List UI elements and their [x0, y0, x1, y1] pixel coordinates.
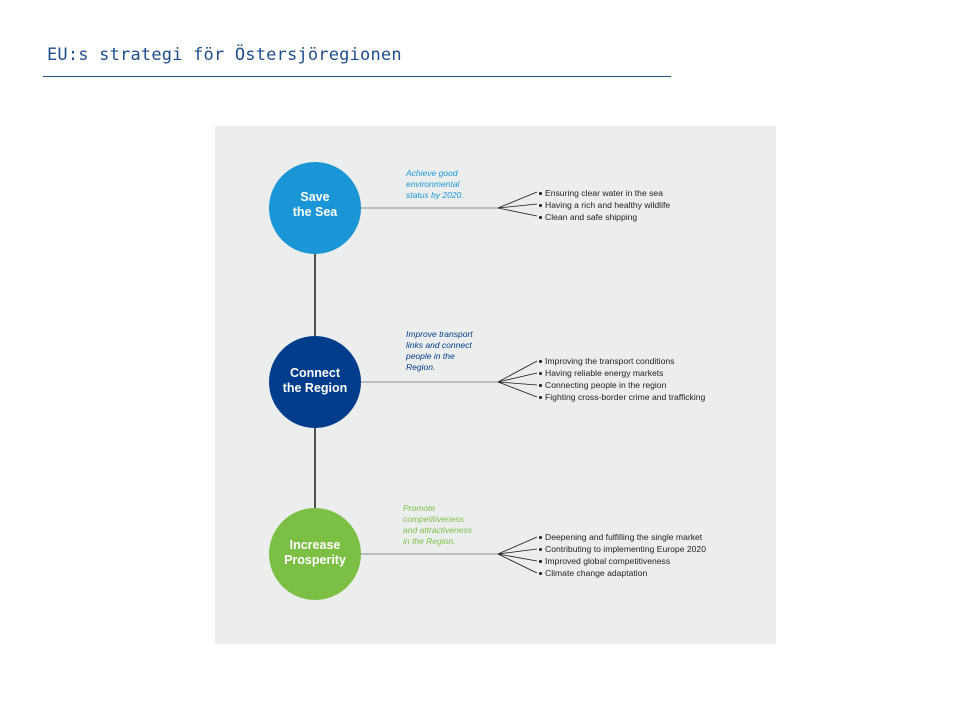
- objective-list-increase-prosperity: Deepening and fulfilling the single mark…: [539, 531, 706, 579]
- objective-description-save-the-sea: Achieve good environmental status by 202…: [406, 168, 464, 200]
- objective-circle-save-the-sea: [269, 162, 361, 254]
- list-item: Improving the transport conditions: [539, 355, 705, 367]
- fan-line: [497, 536, 538, 555]
- objective-description-increase-prosperity: Promote competitiveness and attractivene…: [403, 503, 472, 546]
- objective-title-save-the-sea: Save the Sea: [292, 190, 338, 219]
- diagram-lines: [269, 162, 538, 600]
- list-item: Deepening and fulfilling the single mark…: [539, 531, 706, 543]
- slide-title: EU:s strategi för Östersjöregionen: [47, 45, 402, 65]
- fan-line: [497, 360, 538, 383]
- list-item: Fighting cross-border crime and traffick…: [539, 391, 705, 403]
- fan-line: [497, 191, 538, 209]
- list-item: Connecting people in the region: [539, 379, 705, 391]
- objective-circle-connect-the-region: [269, 336, 361, 428]
- fan-line: [497, 381, 538, 398]
- fan-line: [497, 207, 538, 217]
- fan-line: [497, 203, 538, 209]
- objective-title-increase-prosperity: Increase Prosperity: [284, 538, 346, 567]
- fan-line: [497, 553, 538, 562]
- fan-line: [497, 372, 538, 383]
- title-underline: [43, 76, 671, 77]
- list-item: Clean and safe shipping: [539, 211, 670, 223]
- objective-list-save-the-sea: Ensuring clear water in the sea Having a…: [539, 187, 670, 223]
- list-item: Improved global competitiveness: [539, 555, 706, 567]
- list-item: Ensuring clear water in the sea: [539, 187, 670, 199]
- list-item: Climate change adaptation: [539, 567, 706, 579]
- objective-title-connect-the-region: Connect the Region: [282, 366, 348, 395]
- fan-line: [497, 553, 538, 574]
- objective-list-connect-the-region: Improving the transport conditions Havin…: [539, 355, 705, 403]
- list-item: Having reliable energy markets: [539, 367, 705, 379]
- list-item: Having a rich and healthy wildlife: [539, 199, 670, 211]
- strategy-diagram: Save the Sea Achieve good environmental …: [215, 126, 776, 644]
- fan-line: [497, 381, 538, 386]
- fan-line: [497, 548, 538, 555]
- objective-description-connect-the-region: Improve transport links and connect peop…: [406, 329, 473, 372]
- objective-circle-increase-prosperity: [269, 508, 361, 600]
- list-item: Contributing to implementing Europe 2020: [539, 543, 706, 555]
